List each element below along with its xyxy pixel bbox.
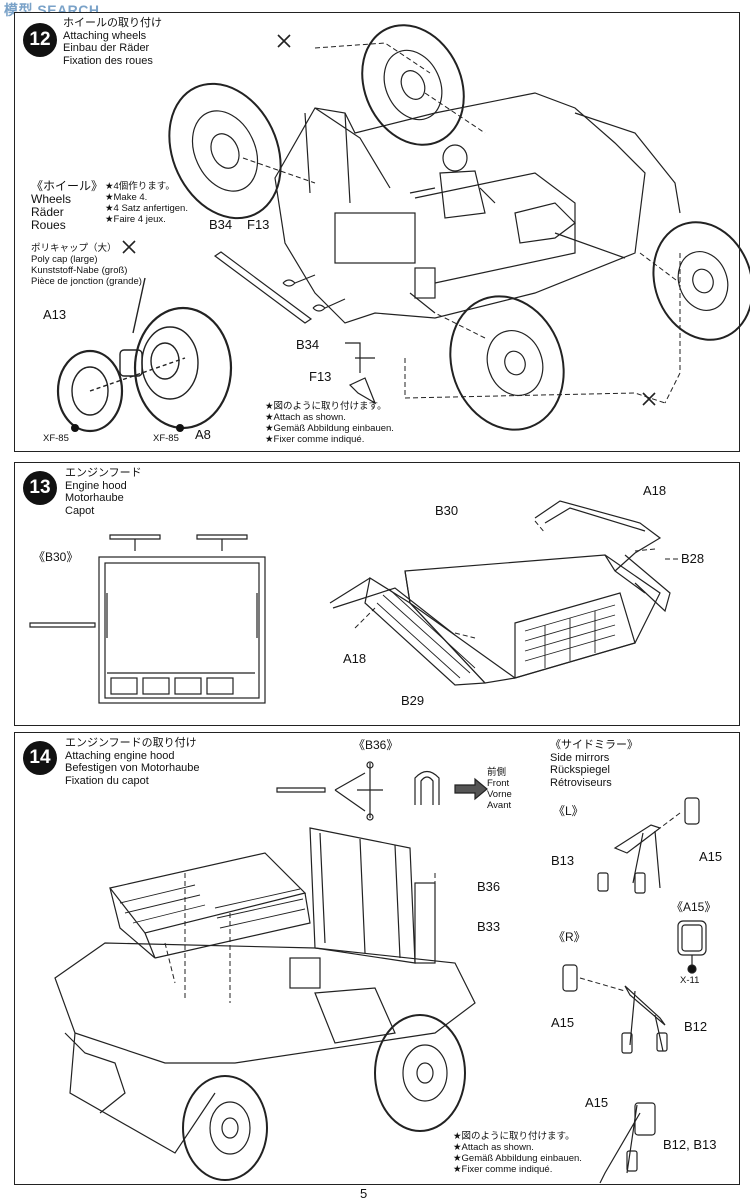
part-label-b34: B34 xyxy=(296,337,320,352)
part-label-a8: A8 xyxy=(195,427,211,442)
step-title: エンジンフードの取り付け Attaching engine hood Befes… xyxy=(65,737,200,787)
part-label-b13: B13 xyxy=(551,853,575,868)
wheels-label-block: 《ホイール》 Wheels Räder Roues xyxy=(31,179,104,232)
part-label-b29: B29 xyxy=(401,693,425,708)
part-label-b28: B28 xyxy=(681,551,705,566)
part-label-b12: B12 xyxy=(684,1019,708,1034)
page-number: 5 xyxy=(360,1186,368,1201)
step-number-badge: 13 xyxy=(23,471,57,505)
paint-label-x11: X-11 xyxy=(680,975,700,986)
part-label-b30: B30 xyxy=(435,503,459,518)
step-14-panel: 14 エンジンフードの取り付け Attaching engine hood Be… xyxy=(14,732,740,1185)
part-label-a13: A13 xyxy=(43,307,67,322)
attach-as-shown-note: ★図のように取り付けます。 ★Attach as shown. ★Gemäß A… xyxy=(265,401,394,445)
hood-mount-illustration xyxy=(54,761,707,1184)
paint-label-xf85: XF-85 xyxy=(43,433,69,444)
paint-label-xf85: XF-85 xyxy=(153,433,179,444)
part-label-a15: A15 xyxy=(585,1095,609,1110)
part-label-f13: F13 xyxy=(247,217,270,232)
side-mirrors-title: 《サイドミラー》 Side mirrors Rückspiegel Rétrov… xyxy=(550,739,638,789)
part-label-f13: F13 xyxy=(309,369,332,384)
step-number-badge: 14 xyxy=(23,741,57,775)
make-4-note: ★4個作ります。 ★Make 4. ★4 Satz anfertigen. ★F… xyxy=(105,181,188,225)
view-label-right: 《R》 xyxy=(553,930,586,944)
view-label-a15: 《A15》 xyxy=(671,900,717,914)
part-label-b34: B34 xyxy=(209,217,233,232)
step-13-panel: 13 エンジンフード Engine hood Motorhaube Capot … xyxy=(14,462,740,726)
part-label-b36: B36 xyxy=(477,879,501,894)
part-label-a15: A15 xyxy=(551,1015,575,1030)
engine-hood-illustration xyxy=(29,500,680,704)
part-label-a18: A18 xyxy=(643,483,667,498)
attach-as-shown-note: ★図のように取り付けます。 ★Attach as shown. ★Gemäß A… xyxy=(453,1131,582,1175)
part-label-b12-b13: B12, B13 xyxy=(663,1137,717,1152)
step-12-panel: 12 ホイールの取り付け Attaching wheels Einbau der… xyxy=(14,12,750,452)
step-title: エンジンフード Engine hood Motorhaube Capot xyxy=(65,467,142,517)
poly-cap-label: ポリキャップ（大） Poly cap (large) Kunststoff-Na… xyxy=(31,243,142,287)
part-label-b33: B33 xyxy=(477,919,501,934)
view-label-b30: 《B30》 xyxy=(33,550,79,564)
view-label-b36: 《B36》 xyxy=(353,738,399,752)
step-number-badge: 12 xyxy=(23,23,57,57)
part-label-a15: A15 xyxy=(699,849,723,864)
wheel-assembly-illustration xyxy=(56,24,750,433)
part-label-a18: A18 xyxy=(343,651,367,666)
view-label-left: 《L》 xyxy=(553,804,584,818)
front-direction-label: 前側 Front Vorne Avant xyxy=(487,767,512,811)
step-title: ホイールの取り付け Attaching wheels Einbau der Rä… xyxy=(63,17,162,67)
